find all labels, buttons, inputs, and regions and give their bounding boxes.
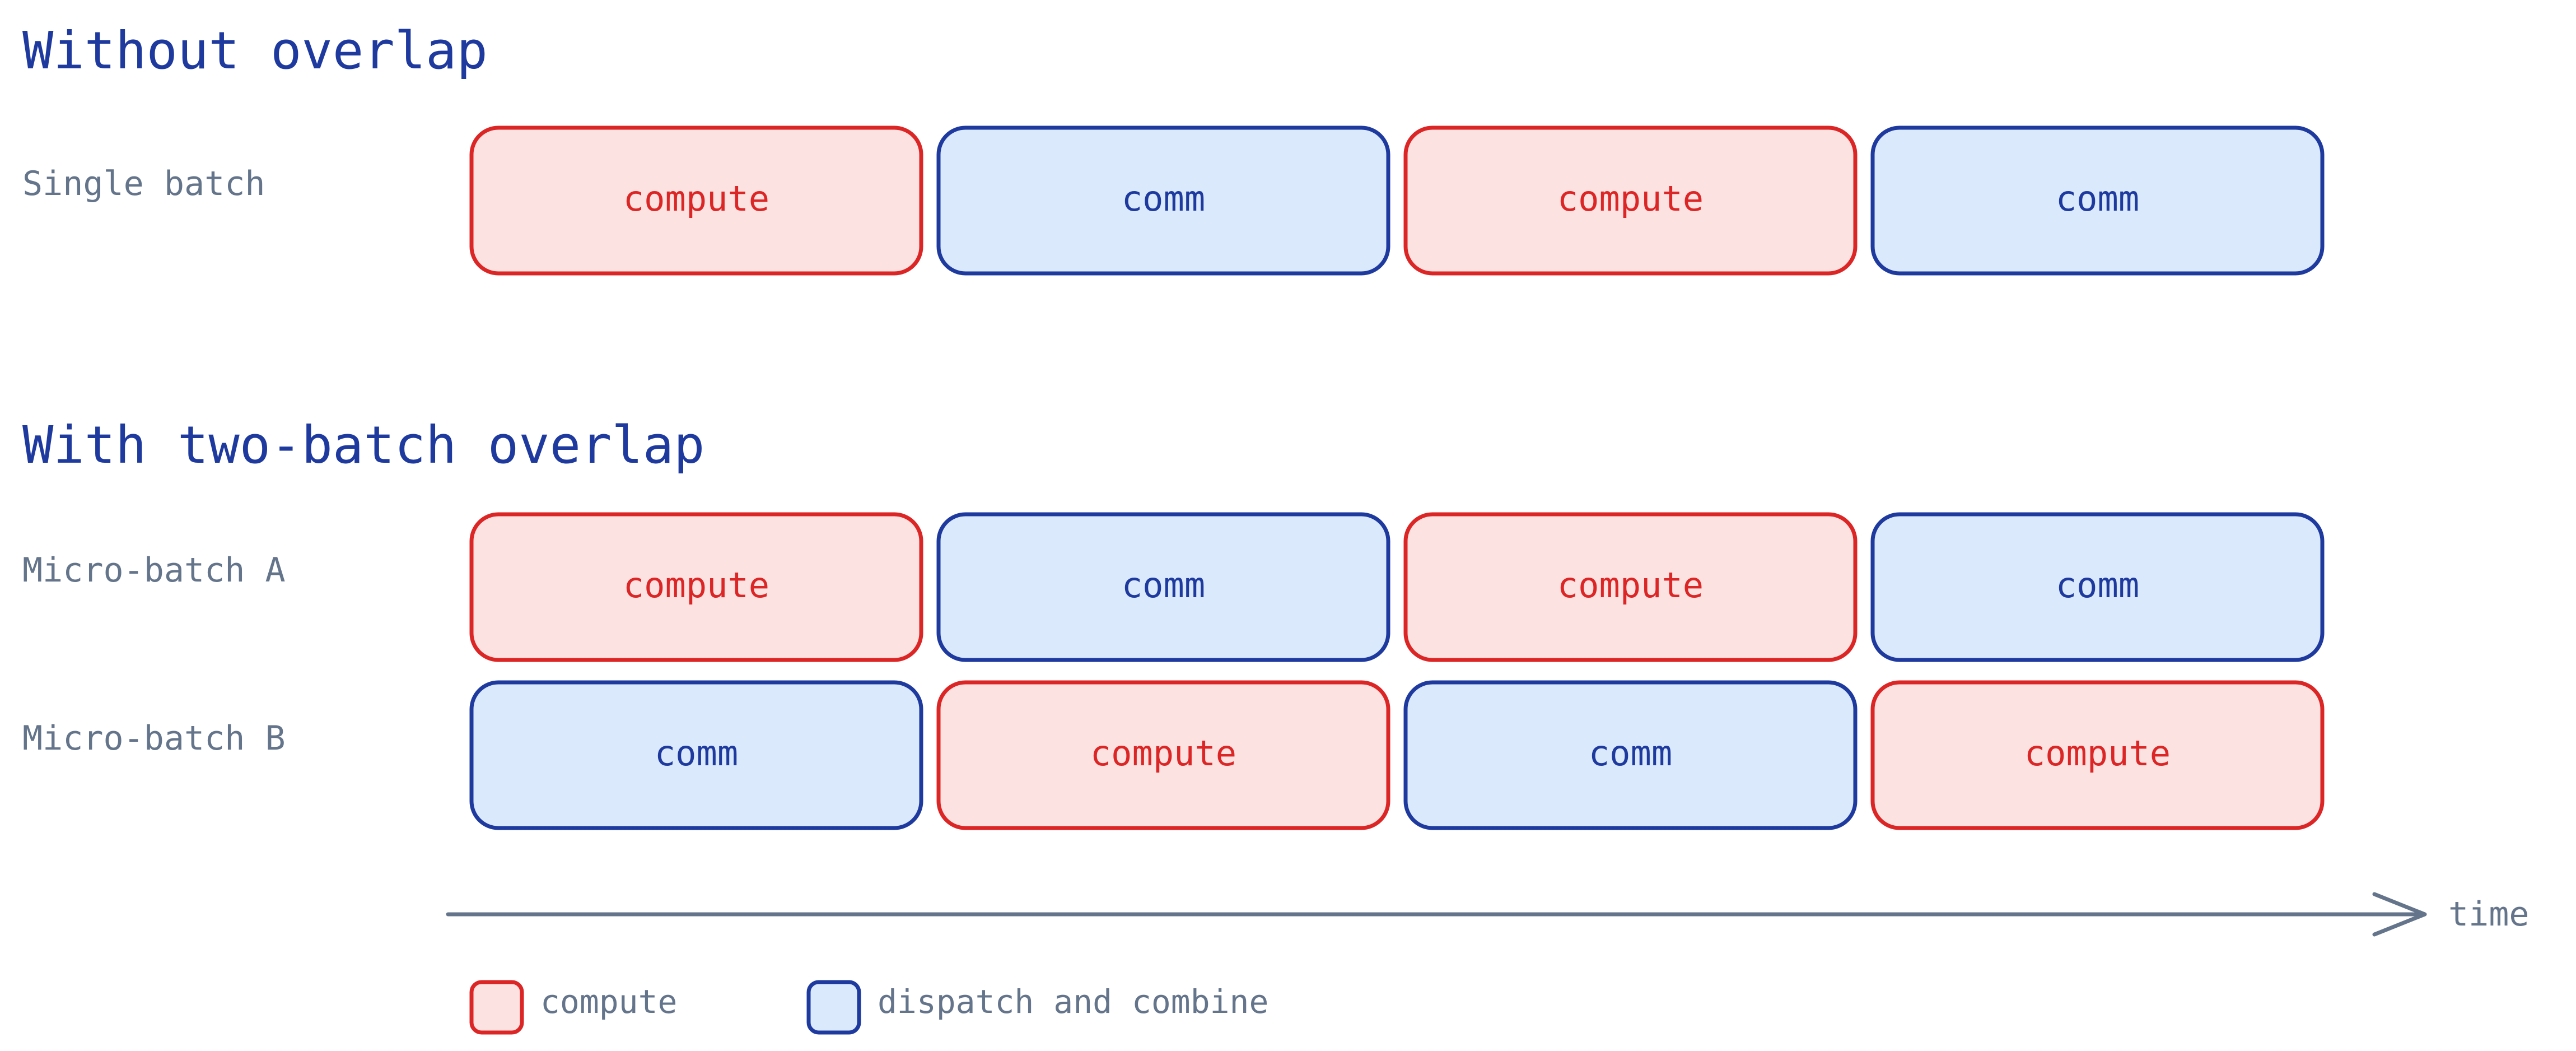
block-label: compute bbox=[1557, 565, 1704, 606]
row-label: Single batch bbox=[22, 164, 265, 203]
legend-label: compute bbox=[540, 983, 677, 1021]
block-comm bbox=[1403, 680, 1858, 830]
legend-item-comm: dispatch and combine bbox=[806, 980, 1268, 1035]
section-title-no-overlap: Without overlap bbox=[22, 21, 488, 81]
row-label: Micro-batch A bbox=[22, 551, 286, 590]
section-title-two-batch-overlap: With two-batch overlap bbox=[22, 415, 705, 475]
timeline-row: Micro-batch B comm compute comm compute bbox=[22, 680, 2325, 830]
block-label: compute bbox=[623, 178, 769, 219]
block-compute bbox=[1870, 680, 2325, 830]
block-comm bbox=[1870, 512, 2325, 662]
block-compute bbox=[1403, 512, 1858, 662]
block-label: comm bbox=[2056, 565, 2139, 606]
legend-swatch bbox=[469, 980, 524, 1035]
block-label: comm bbox=[1122, 178, 1205, 219]
timeline-row: Micro-batch A compute comm compute comm bbox=[22, 512, 2325, 662]
block-comm bbox=[936, 125, 1390, 276]
block-comm bbox=[469, 680, 923, 830]
legend: compute dispatch and combine bbox=[469, 980, 1268, 1035]
time-axis-arrowhead bbox=[2372, 892, 2427, 937]
section-no-overlap: Without overlap Single batch compute comm c… bbox=[22, 21, 2325, 276]
timeline-row: Single batch compute comm compute comm bbox=[22, 125, 2325, 276]
block-label: comm bbox=[1122, 565, 1205, 606]
block-label: compute bbox=[1557, 178, 1704, 219]
block-comm bbox=[1870, 125, 2325, 276]
block-label: compute bbox=[1090, 733, 1236, 774]
block-compute bbox=[936, 680, 1390, 830]
legend-swatch bbox=[806, 980, 861, 1035]
row-label: Micro-batch B bbox=[22, 719, 286, 758]
section-no-overlap-rows: Single batch compute comm compute comm bbox=[22, 125, 2325, 276]
section-two-batch-overlap: With two-batch overlap Micro-batch A comp… bbox=[22, 415, 2325, 830]
legend-item-compute: compute bbox=[469, 980, 677, 1035]
block-label: compute bbox=[623, 565, 769, 606]
block-label: comm bbox=[655, 733, 738, 774]
block-compute bbox=[1403, 125, 1858, 276]
block-label: compute bbox=[2024, 733, 2171, 774]
legend-label: dispatch and combine bbox=[878, 983, 1268, 1021]
block-label: comm bbox=[1589, 733, 1672, 774]
time-axis: time bbox=[446, 892, 2530, 937]
block-compute bbox=[469, 125, 923, 276]
block-label: comm bbox=[2056, 178, 2139, 219]
block-comm bbox=[936, 512, 1390, 662]
block-compute bbox=[469, 512, 923, 662]
time-axis-label: time bbox=[2448, 895, 2530, 934]
